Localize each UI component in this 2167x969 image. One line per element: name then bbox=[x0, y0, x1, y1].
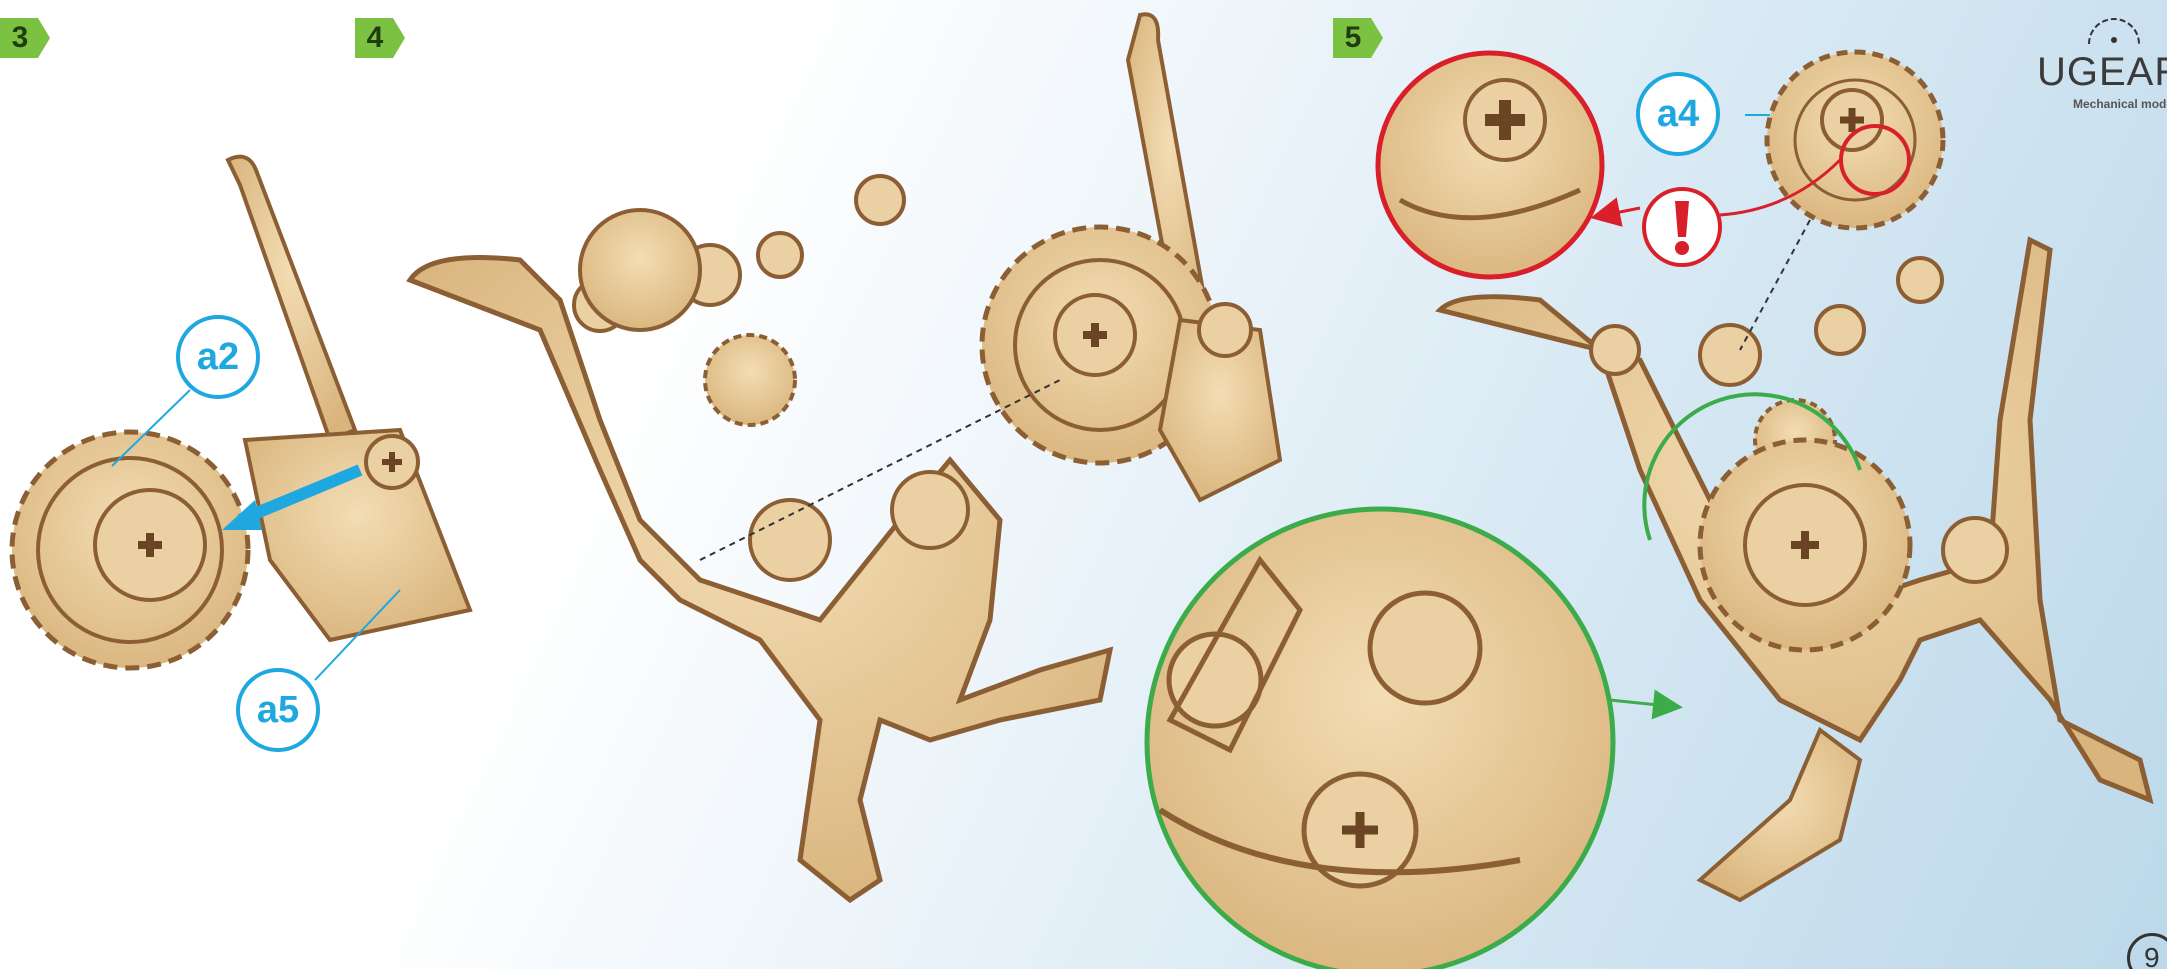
gear-outline-icon bbox=[2079, 0, 2149, 50]
step-number: 5 bbox=[1333, 18, 1373, 58]
detail-zoom-bottom bbox=[1147, 509, 1613, 969]
step-3-tag: 3 bbox=[0, 18, 50, 58]
step-4-tag: 4 bbox=[355, 18, 405, 58]
step-number: 4 bbox=[355, 18, 395, 58]
part-label-a5: a5 bbox=[236, 668, 320, 752]
part-label-a4: a4 bbox=[1636, 72, 1720, 156]
exclamation-icon bbox=[1640, 185, 1724, 269]
step-number: 3 bbox=[0, 18, 40, 58]
part-label-a2: a2 bbox=[176, 315, 260, 399]
brand-name: UGEAR bbox=[2037, 50, 2167, 95]
step-5-tag: 5 bbox=[1333, 18, 1383, 58]
brand-tagline: Mechanical models bbox=[2073, 97, 2167, 111]
step-3-illustration bbox=[12, 157, 470, 680]
brand-logo: UGEAR Mechanical models bbox=[2017, 0, 2167, 120]
